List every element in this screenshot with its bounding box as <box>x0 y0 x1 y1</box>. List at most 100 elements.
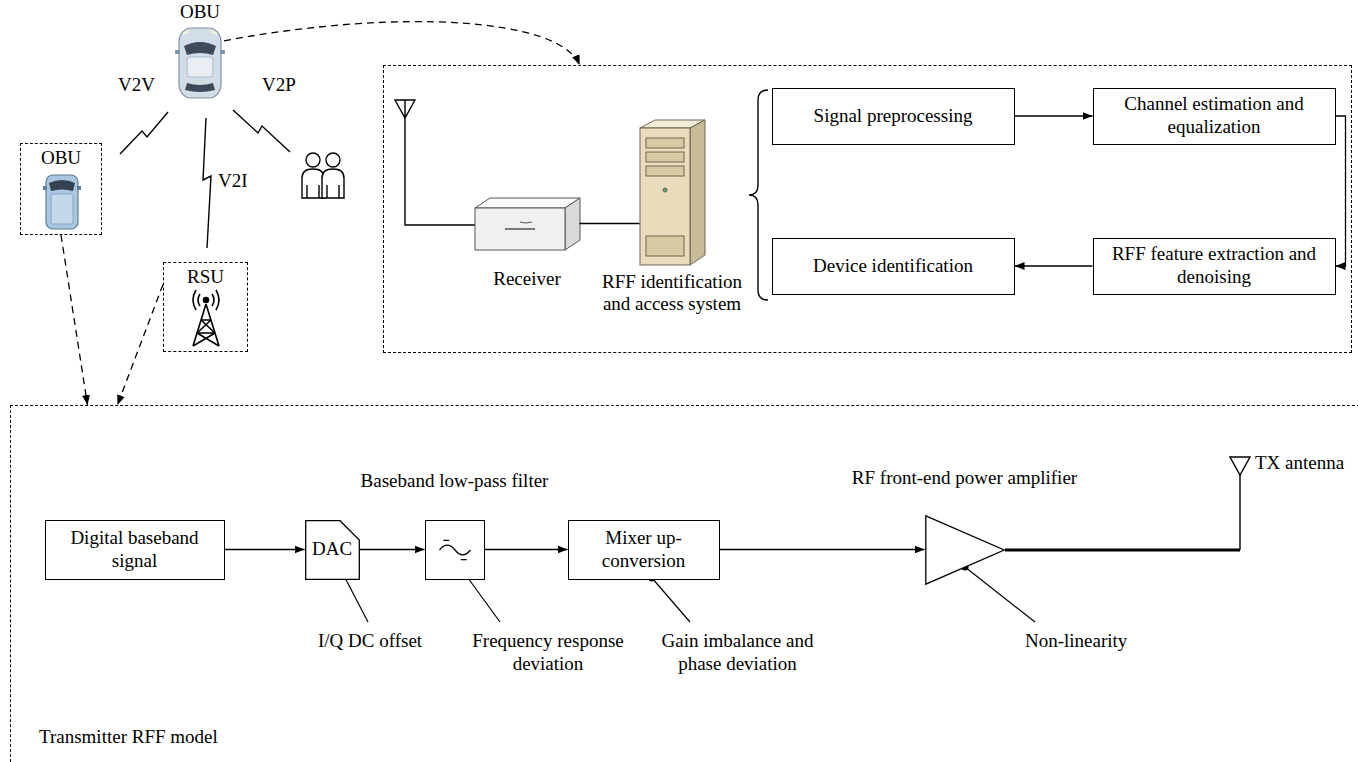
pedestrian-icon <box>302 153 344 198</box>
illustration-part <box>322 169 344 198</box>
illustration-part <box>193 290 219 310</box>
illustration-part <box>465 574 500 622</box>
illustration-part <box>203 118 211 248</box>
transmitter-group: Transmitter RFF model Digital baseband si… <box>10 405 1358 762</box>
illustration-part <box>646 138 684 148</box>
connector-arrow <box>1015 265 1093 266</box>
impairment-label: I/Q DC offset <box>318 630 422 653</box>
node-text: Device identification <box>813 255 973 278</box>
illustration-part <box>652 578 690 622</box>
illustration-part <box>646 236 684 256</box>
illustration-part <box>646 152 684 162</box>
illustration-part <box>306 153 320 167</box>
illustration-part <box>77 186 81 190</box>
node-text: Channel estimation and equalization <box>1102 93 1327 139</box>
amplifier-symbol: RF front-end power amplifier <box>925 515 1005 585</box>
dashed-arrow <box>117 285 163 406</box>
node-text: Signal preprocessing <box>814 105 973 128</box>
receiver-system-group: ReceiverRFF identification and access sy… <box>383 65 1352 353</box>
roadside-unit-group: RSU <box>163 262 248 352</box>
impairment-label: Gain imbalance and phase deviation <box>650 630 825 676</box>
illustration-part <box>46 175 78 229</box>
car-illustration <box>175 28 225 98</box>
illustration-part <box>179 28 221 98</box>
node-text: OBU <box>180 1 220 24</box>
connector-arrow <box>1015 115 1093 116</box>
process-box: Device identification <box>772 238 1015 295</box>
node-text: Receiver <box>493 268 561 291</box>
illustration-part <box>302 169 324 198</box>
vehicle-group: OBU <box>20 143 102 235</box>
curly-brace <box>749 90 768 300</box>
link-label: V2V <box>118 74 155 97</box>
amp-outline <box>925 515 1005 585</box>
server-illustration <box>640 120 705 265</box>
rx-antenna <box>395 100 475 225</box>
illustration-part <box>198 294 214 306</box>
illustration-part <box>43 186 47 190</box>
illustration-part <box>187 57 213 77</box>
illustration-part <box>343 574 368 622</box>
server-device: RFF identification and access system <box>640 120 705 265</box>
node-text: DAC <box>312 538 352 561</box>
dac-path <box>305 520 359 579</box>
illustration-part <box>220 50 225 54</box>
illustration-part <box>326 153 340 167</box>
dashed-arrow <box>224 22 580 65</box>
node-text: Mixer up-conversion <box>577 527 711 573</box>
illustration-part <box>184 42 216 55</box>
illustration-part <box>1230 457 1250 475</box>
process-box: Signal preprocessing <box>772 88 1015 145</box>
antenna-label: TX antenna <box>1255 452 1344 475</box>
illustration-part <box>395 100 475 225</box>
connector-arrow <box>225 549 305 550</box>
tower-illustration <box>193 290 219 346</box>
illustration-part <box>175 50 180 54</box>
node-text: RF front-end power amplifier <box>852 467 1077 490</box>
wireless-link <box>120 110 290 248</box>
illustration-part <box>233 110 290 152</box>
node-text: Baseband low-pass filter <box>361 470 549 493</box>
illustration-part <box>475 208 565 250</box>
link-label: V2I <box>218 170 248 193</box>
node-text: Transmitter RFF model <box>39 726 218 749</box>
connector-arrow <box>360 549 425 550</box>
impairment-label: Non-linearity <box>1025 630 1127 653</box>
illustration-part <box>505 228 535 230</box>
dashed-arrow <box>61 235 88 405</box>
link-label: V2P <box>262 74 296 97</box>
illustration-part <box>965 567 1035 622</box>
connector-arrow <box>720 549 925 550</box>
illustration-part <box>51 194 73 224</box>
process-box: RFF feature extraction and denoising <box>1093 238 1336 295</box>
process-box: Mixer up-conversion <box>568 520 720 580</box>
amp-path <box>925 515 1003 583</box>
illustration-part <box>193 304 219 346</box>
van-illustration <box>43 175 81 229</box>
illustration-part <box>49 180 75 191</box>
lpf-outline <box>426 521 484 579</box>
illustration-part <box>1239 475 1240 550</box>
node-text: RFF identification and access system <box>594 271 750 317</box>
illustration-part <box>120 112 168 154</box>
illustration-part <box>475 198 580 208</box>
node-text: RFF feature extraction and denoising <box>1102 243 1327 289</box>
node-text: Digital baseband signal <box>54 527 216 573</box>
process-box: Digital baseband signal <box>45 520 225 580</box>
illustration-part <box>183 31 217 34</box>
receiver-illustration <box>475 198 580 250</box>
illustration-part <box>307 185 339 198</box>
illustration-part <box>646 166 684 176</box>
illustration-part <box>520 222 532 223</box>
impairment-label: Frequency response deviation <box>468 630 628 676</box>
filter-block: Baseband low-pass filter <box>425 520 485 580</box>
node-text: RSU <box>187 263 224 289</box>
dac-block: DAC <box>305 520 360 580</box>
illustration-part <box>663 188 667 192</box>
illustration-part <box>640 128 690 265</box>
receiver-device: Receiver <box>475 198 580 250</box>
illustration-part <box>1005 549 1240 552</box>
connector-arrow <box>485 549 568 550</box>
illustration-part <box>565 198 580 250</box>
